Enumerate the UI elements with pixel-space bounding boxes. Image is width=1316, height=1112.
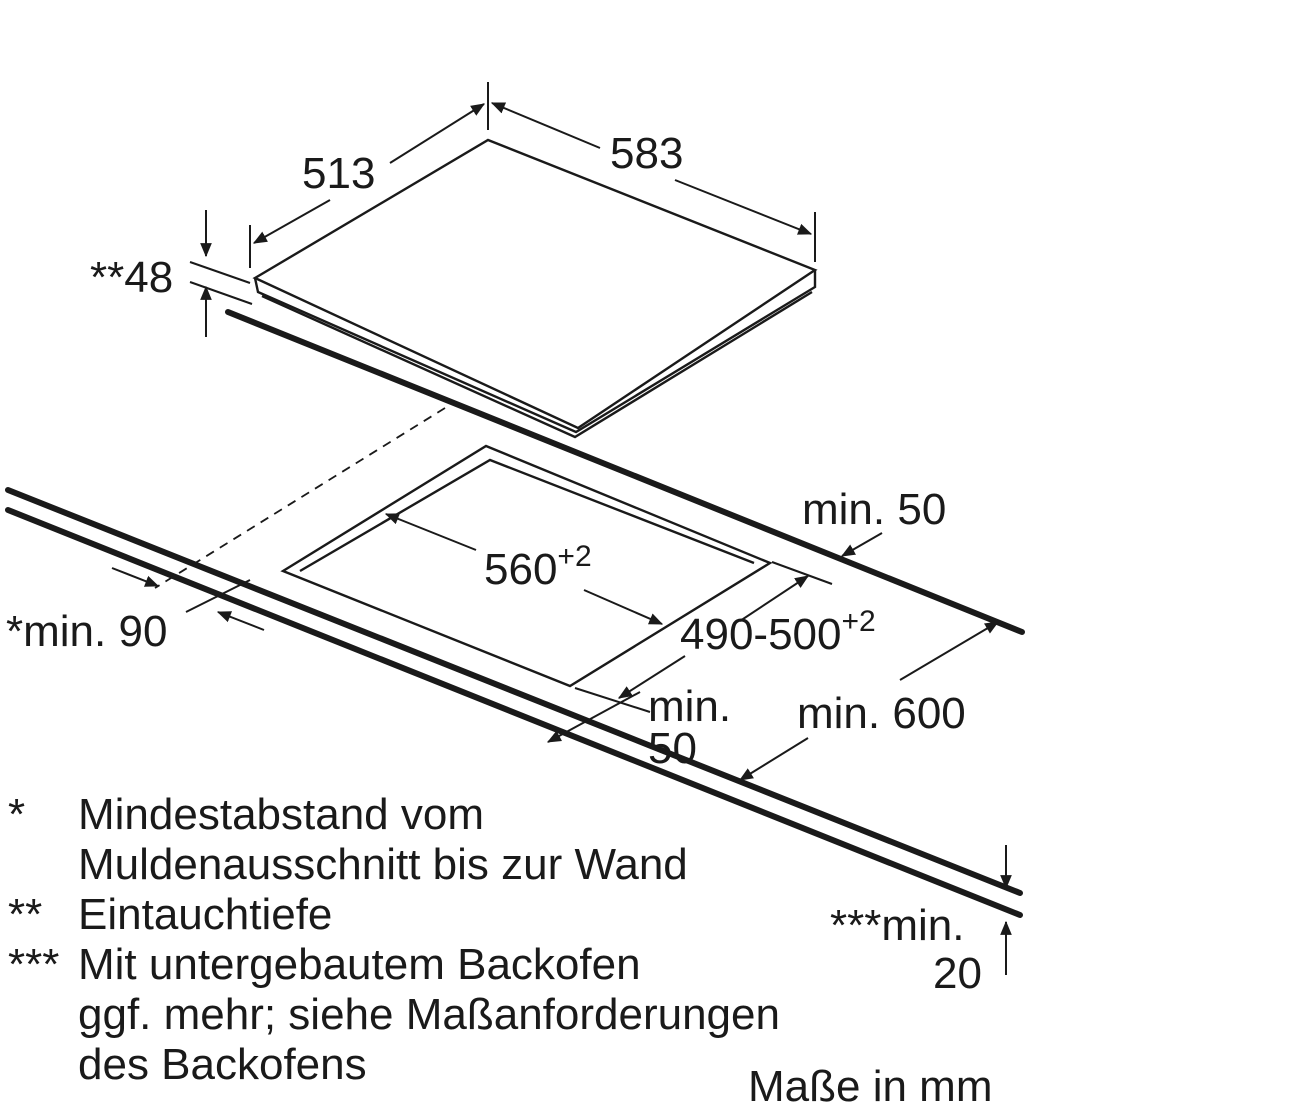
footnote-3: *** Mit untergebautem Backofen ggf. mehr… [8,940,780,1090]
label-min-50-back: min. 50 [802,485,946,534]
footnote-1-line-1: Mindestabstand vom [78,790,484,839]
dim-583: 583 [490,102,816,262]
dim-513: 513 [249,82,489,268]
label-490-500: 490-500+2 [680,605,876,659]
dim-min-50-back: min. 50 [802,485,946,557]
footnote-1: * Mindestabstand vom Muldenausschnitt bi… [8,790,780,890]
footnote-3-line-1: Mit untergebautem Backofen [78,940,641,989]
label-min-90: *min. 90 [6,607,167,656]
hob [252,138,818,439]
dim-560: 560+2 [384,513,664,625]
footnote-2: ** Eintauchtiefe [8,890,780,940]
label-560: 560+2 [484,540,592,594]
dim-min-20: ***min. 20 [830,845,1012,998]
footnote-2-line-1: Eintauchtiefe [78,890,333,939]
label-583: 583 [610,129,683,178]
label-min-front-2: 50 [648,724,697,773]
dim-490-500: 490-500+2 [574,561,876,713]
footnotes: * Mindestabstand vom Muldenausschnitt bi… [8,790,780,1090]
countertop [5,309,1025,918]
label-min-20-2: 20 [933,949,982,998]
footnote-3-line-3: des Backofens [78,1040,367,1089]
dim-min-90: *min. 90 [6,567,265,656]
dim-min-50-front: min. 50 [546,682,731,773]
footnote-3-line-2: ggf. mehr; siehe Maßanforderungen [78,990,780,1039]
label-min-20-1: ***min. [830,901,965,950]
projection-line [154,407,446,589]
label-min-600: min. 600 [797,689,966,738]
footnote-1-mark: * [8,790,26,839]
footnote-3-mark: *** [8,940,60,989]
footnote-2-mark: ** [8,890,43,939]
dim-min-600: min. 600 [739,621,1000,781]
units-label: Maße in mm [748,1062,993,1111]
label-min-front-1: min. [648,682,731,731]
dim-48: **48 [90,210,253,337]
footnote-1-line-2: Muldenausschnitt bis zur Wand [78,840,688,889]
label-513: 513 [302,149,375,198]
cutout [280,444,773,688]
label-48: **48 [90,253,173,302]
